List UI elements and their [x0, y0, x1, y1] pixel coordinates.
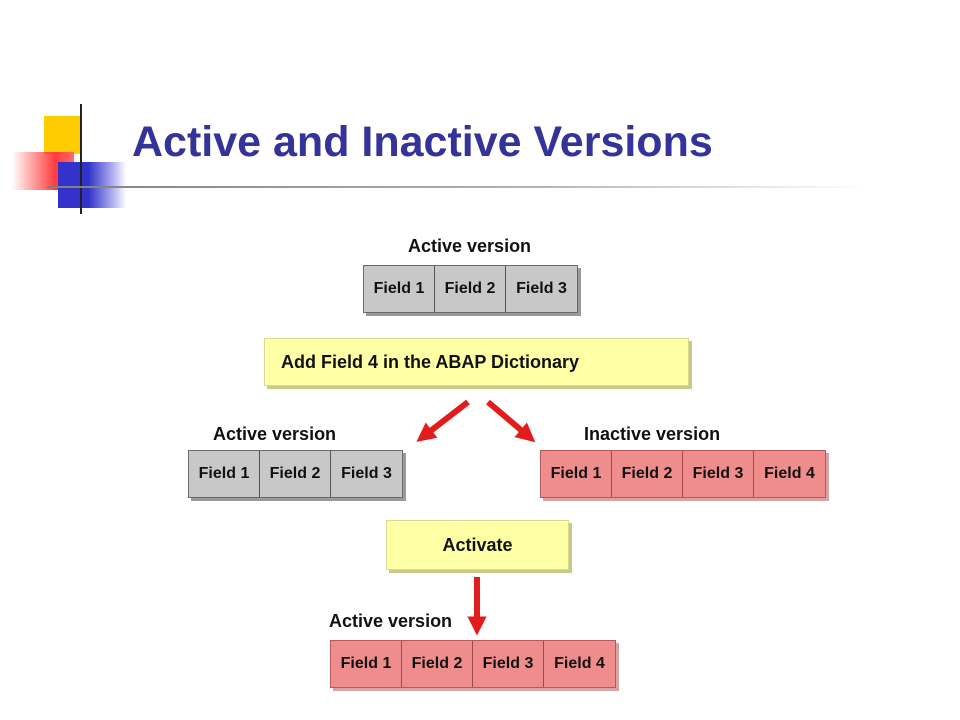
page-title: Active and Inactive Versions — [132, 118, 713, 166]
field-cell: Field 1 — [541, 451, 612, 497]
final-field-row: Field 1 Field 2 Field 3 Field 4 — [330, 640, 616, 688]
initial-field-row: Field 1 Field 2 Field 3 — [363, 265, 578, 313]
arrow-to-active-version — [416, 399, 470, 442]
field-cell: Field 3 — [341, 465, 392, 482]
field-cell: Field 1 — [364, 266, 435, 312]
add-field-action-box: Add Field 4 in the ABAP Dictionary — [264, 338, 689, 386]
field-cell: Field 1 — [189, 451, 260, 497]
field-cell: Field 2 — [402, 641, 473, 687]
field-cell: Field 4 — [554, 655, 605, 672]
final-active-version-label: Active version — [329, 611, 453, 631]
field-cell: Field 4 — [764, 465, 815, 482]
left-active-version-label: Active version — [213, 424, 337, 444]
initial-active-version-label: Active version — [408, 236, 532, 256]
field-cell: Field 3 — [516, 280, 567, 297]
field-cell: Field 3 — [473, 641, 544, 687]
field-cell: Field 3 — [683, 451, 754, 497]
field-cell: Field 2 — [612, 451, 683, 497]
field-cell: Field 1 — [331, 641, 402, 687]
left-field-row: Field 1 Field 2 Field 3 — [188, 450, 403, 498]
corner-blue-square — [58, 162, 126, 208]
field-cell: Field 2 — [435, 266, 506, 312]
corner-yellow-square — [44, 116, 80, 154]
add-field-action-label: Add Field 4 in the ABAP Dictionary — [281, 351, 580, 372]
activate-action-box: Activate — [386, 520, 569, 570]
field-cell: Field 2 — [260, 451, 331, 497]
arrow-to-inactive-version — [486, 399, 536, 443]
inactive-field-row: Field 1 Field 2 Field 3 Field 4 — [540, 450, 826, 498]
inactive-version-label: Inactive version — [584, 424, 721, 444]
corner-vertical-line — [80, 104, 82, 214]
activate-action-label: Activate — [442, 534, 513, 555]
title-underline — [47, 186, 867, 188]
